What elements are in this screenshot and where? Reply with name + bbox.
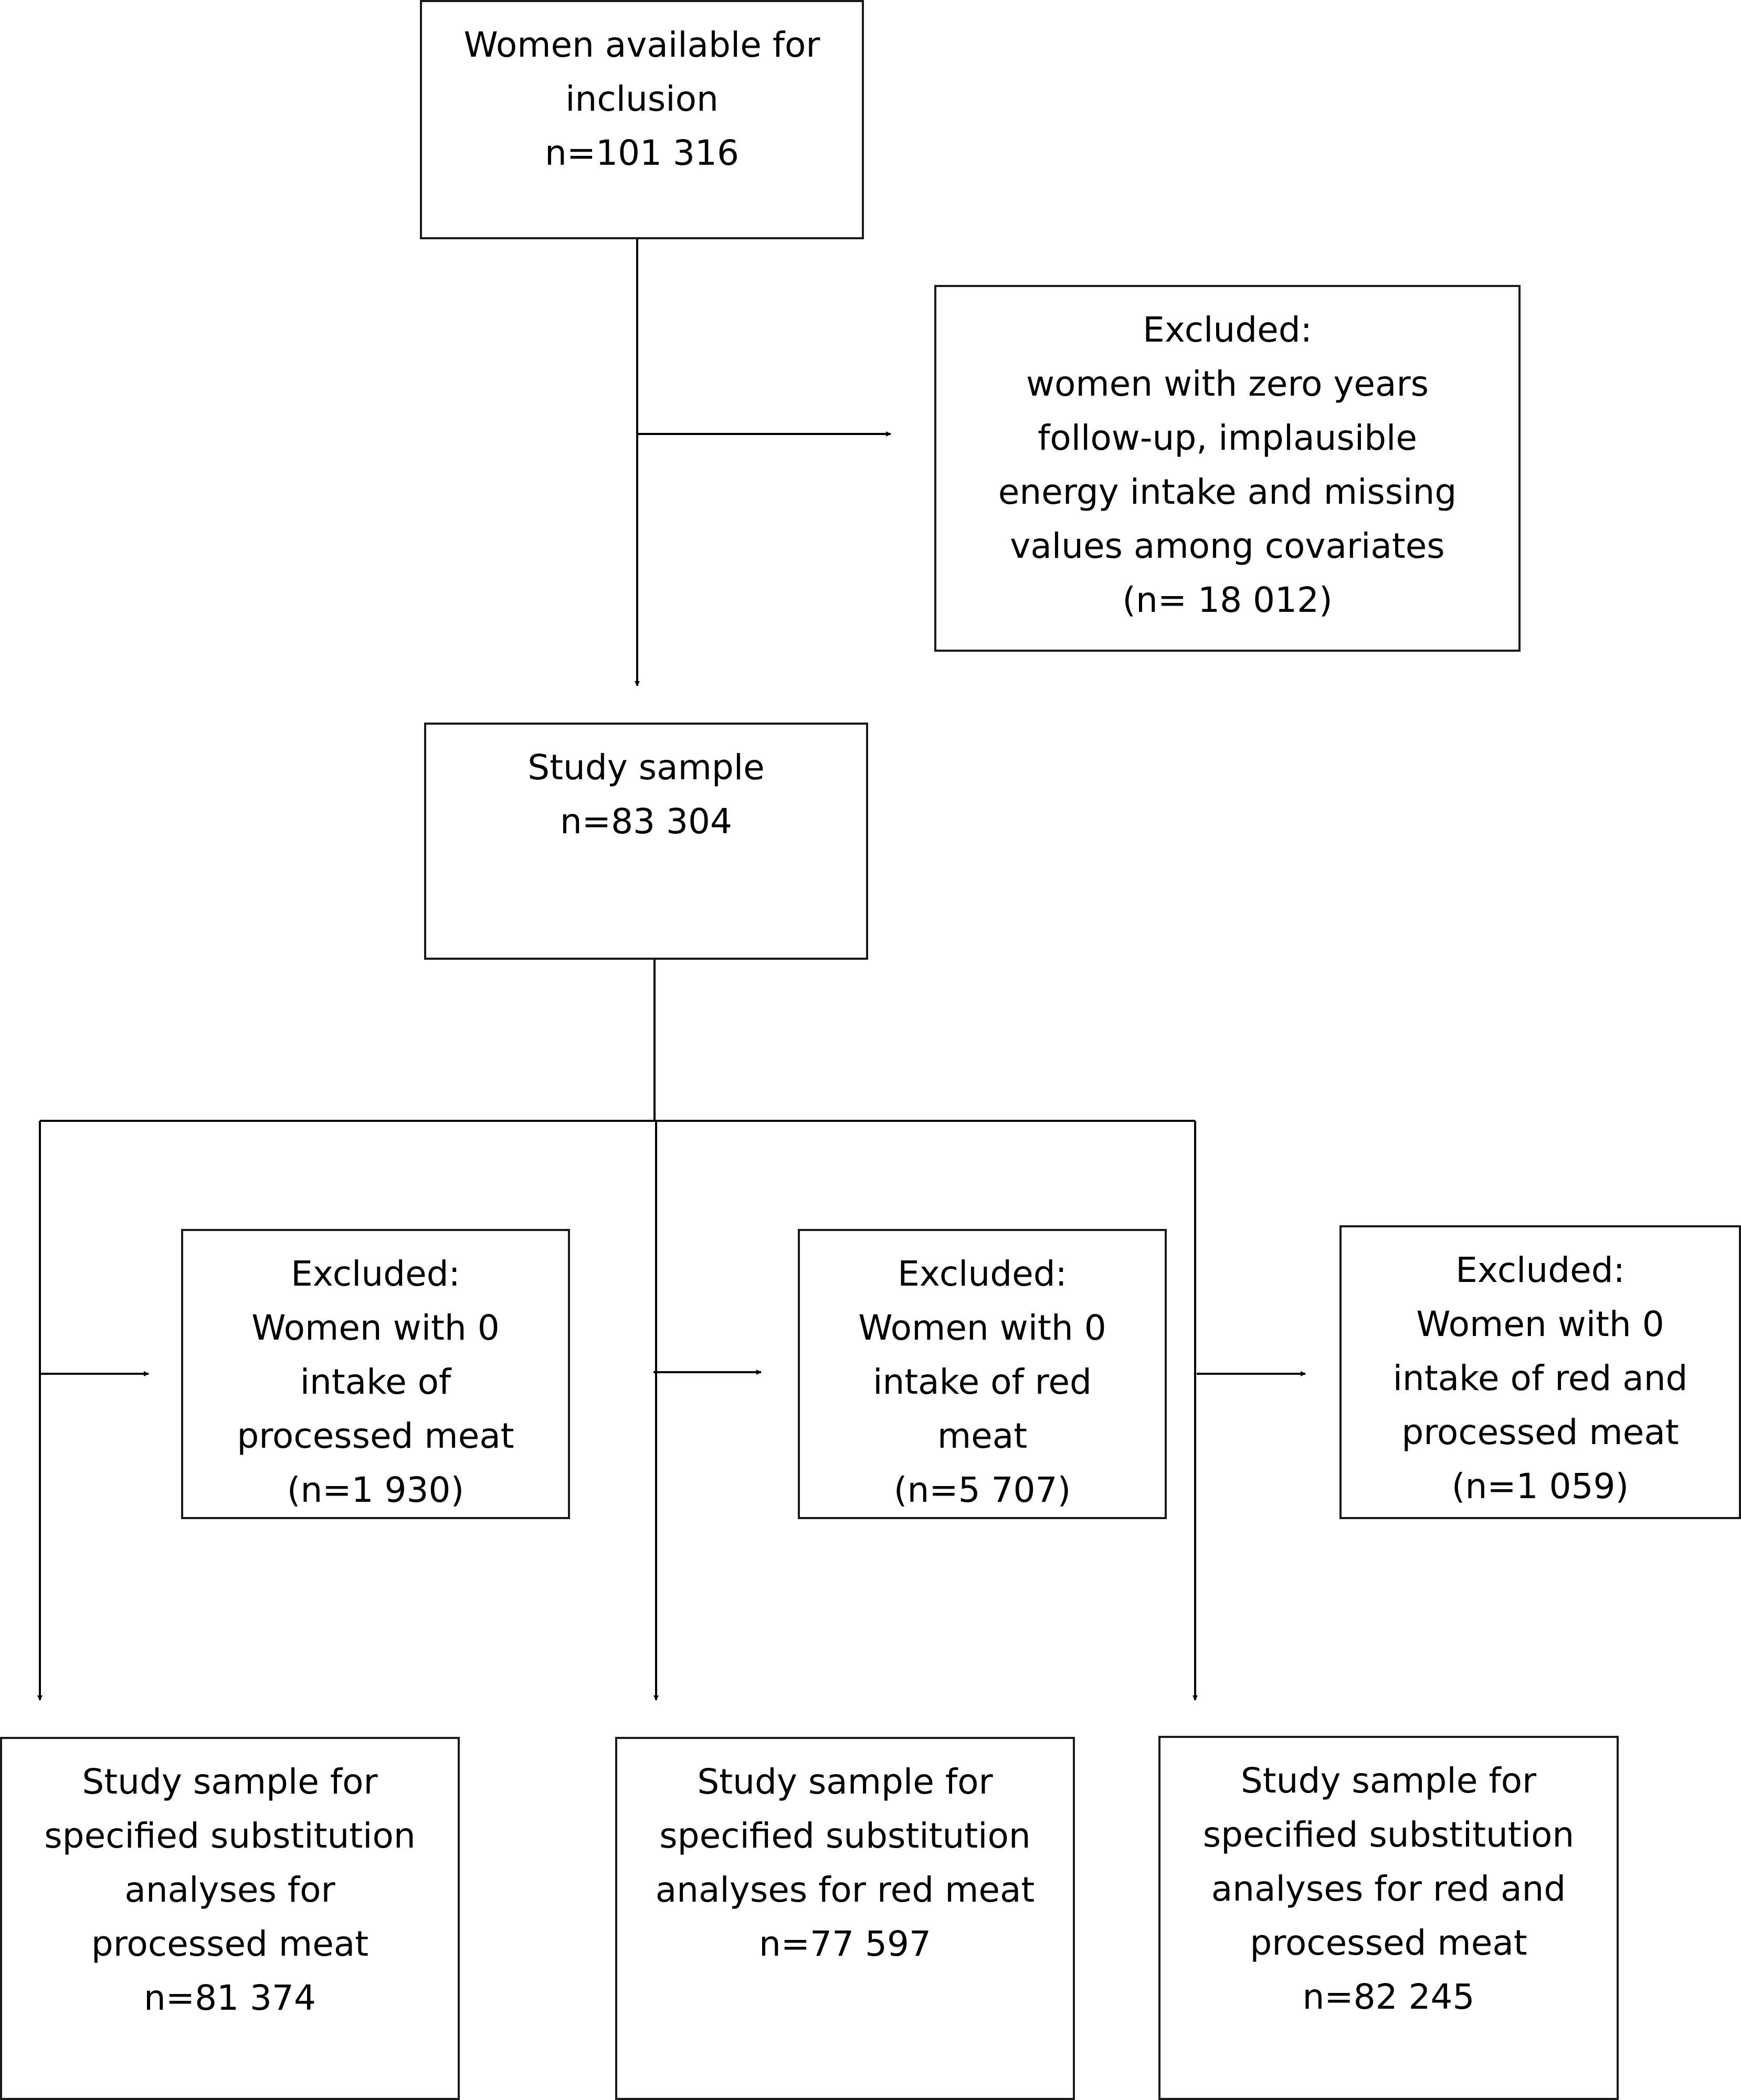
sample-red-processed-line: analyses for red and (1211, 1869, 1566, 1909)
exclusion-initial-line: women with zero years (1026, 364, 1429, 404)
exclusion-initial-heading: Excluded: (1143, 310, 1312, 350)
sample-red-processed-line: Study sample for (1240, 1760, 1537, 1801)
exclusion-red-line: Women with 0 (858, 1308, 1106, 1348)
sample-processed-box: Study sample for specified substitution … (0, 1737, 460, 2100)
exclusion-red-line: meat (937, 1416, 1028, 1456)
exclusion-red-processed-line: processed meat (1401, 1412, 1679, 1452)
study-sample-count: n=83 304 (560, 801, 733, 842)
exclusion-initial-line: energy intake and missing (998, 472, 1457, 512)
inclusion-count: n=101 316 (544, 133, 740, 173)
sample-red-box: Study sample for specified substitution … (615, 1737, 1075, 2100)
sample-red-count: n=77 597 (758, 1924, 932, 1964)
sample-red-line: Study sample for (697, 1762, 993, 1802)
exclusion-processed-line: intake of (300, 1362, 451, 1402)
sample-red-line: specified substitution (659, 1816, 1031, 1856)
sample-red-line: analyses for red meat (655, 1870, 1035, 1910)
sample-red-processed-line: processed meat (1250, 1923, 1527, 1963)
exclusion-red-line: intake of red (873, 1362, 1092, 1402)
study-sample-box: Study sample n=83 304 (424, 723, 868, 960)
exclusion-initial-line: values among covariates (1010, 526, 1445, 566)
exclusion-processed-heading: Excluded: (291, 1254, 460, 1294)
sample-processed-line: Study sample for (82, 1762, 378, 1802)
sample-processed-count: n=81 374 (143, 1978, 316, 2018)
inclusion-box: Women available for inclusion n=101 316 (420, 0, 864, 239)
exclusion-processed-count: (n=1 930) (287, 1470, 465, 1510)
sample-processed-line: processed meat (91, 1924, 369, 1964)
exclusion-red-processed-line: Women with 0 (1416, 1304, 1664, 1344)
exclusion-initial-box: Excluded: women with zero years follow-u… (934, 285, 1521, 652)
sample-red-processed-line: specified substitution (1202, 1815, 1575, 1855)
exclusion-red-box: Excluded: Women with 0 intake of red mea… (798, 1229, 1167, 1519)
sample-processed-line: analyses for (124, 1870, 335, 1910)
exclusion-red-heading: Excluded: (898, 1254, 1067, 1294)
sample-red-processed-count: n=82 245 (1302, 1977, 1475, 2017)
exclusion-processed-box: Excluded: Women with 0 intake of process… (181, 1229, 570, 1519)
exclusion-initial-count: (n= 18 012) (1122, 580, 1333, 620)
inclusion-line: Women available for (463, 25, 820, 65)
exclusion-red-count: (n=5 707) (893, 1470, 1071, 1510)
inclusion-line: inclusion (565, 79, 719, 119)
exclusion-red-processed-heading: Excluded: (1455, 1250, 1625, 1290)
exclusion-initial-line: follow-up, implausible (1038, 418, 1417, 458)
exclusion-red-processed-line: intake of red and (1392, 1358, 1688, 1398)
exclusion-red-processed-box: Excluded: Women with 0 intake of red and… (1339, 1225, 1741, 1519)
sample-processed-line: specified substitution (44, 1816, 416, 1856)
study-sample-heading: Study sample (527, 747, 765, 788)
exclusion-processed-line: Women with 0 (251, 1308, 500, 1348)
sample-red-processed-box: Study sample for specified substitution … (1158, 1736, 1619, 2100)
exclusion-red-processed-count: (n=1 059) (1451, 1466, 1629, 1507)
exclusion-processed-line: processed meat (237, 1416, 514, 1456)
